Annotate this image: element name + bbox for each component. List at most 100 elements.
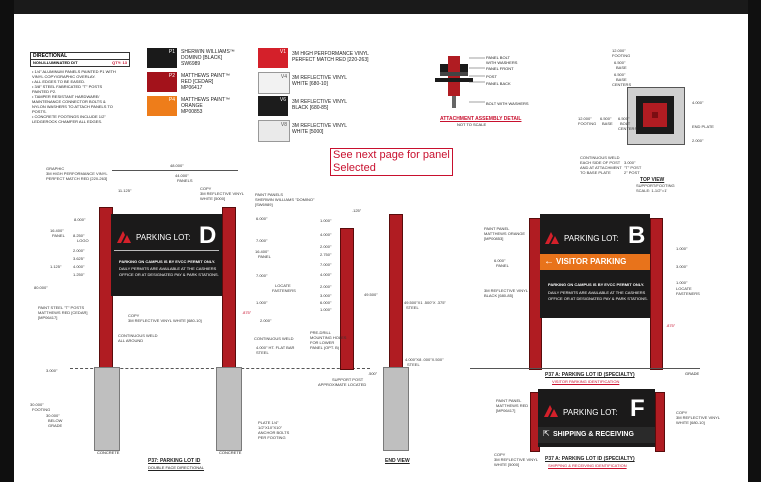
dim-text: PAINT STEEL "T" POSTS [38,305,85,310]
dim-44: 44.000" [175,173,189,178]
dim-text: PERFECT MATCH RED [220-263] [46,176,108,181]
dim-text: 1.000" [676,246,688,251]
top-view-title: TOP VIEW [640,177,665,183]
sign-b-visitor-strip: ← VISITOR PARKING [540,254,650,270]
sign-b-grade-line [470,368,700,369]
sign-f-letter: F [630,395,645,422]
dim-text: SHERWIN WILLIAMS "DOMINO" [255,197,315,202]
dim-text: ALL AROUND [118,338,144,343]
dim-text: 4.000" [73,264,85,269]
dim-text: 30.000" [46,413,60,418]
dim-text: SUPPORT POST [332,377,364,382]
dim-text: PANEL (OPT. B) [310,345,340,350]
dim-text: 1.000" [256,300,268,305]
dim-text: [SW6989] [255,202,273,207]
dim-text: 4.000"X8 .000"X.500" [405,357,444,362]
dim-text: 3.000" [676,264,688,269]
swatch-v8-text: 3M REFLECTIVE VINYL WHITE [5000] [292,123,347,135]
swatch-line: MP06417 [181,85,203,91]
note-line: See next page for panel [333,149,450,161]
attach-label-panel-back: PANEL BACK [486,81,511,86]
dim-text: BASE [616,65,627,70]
swatch-line: BLACK [680-85] [292,105,329,111]
sign-d-body-line: DAILY PERMITS ARE AVAILABLE AT THE CASHI… [119,266,217,271]
dim-text: STEEL [256,350,269,355]
dim-text: 2.750" [320,252,332,257]
dim-text: 6.000" [494,258,506,263]
dim-text: 1/2"X10"X10" [258,425,283,430]
swatch-line: MATTHEWS PAINT™ [181,73,230,79]
end-view-predrill: PRE-DRILL MOUNTING HOLES FOR LOWER PANEL… [310,330,346,350]
legend-note: VINYL COPY/GRAPHIC OVERLAY. [32,74,96,79]
dim-text: 2.000" [73,248,85,253]
dim-text: 4.000" [320,272,332,277]
sign-d-letter: D [199,222,217,249]
attach-title: ATTACHMENT ASSEMBLY DETAIL [440,116,522,122]
dim-text: 3.000" [320,293,332,298]
dim-text: MATTHEWS RED [CEDAR] [38,310,88,315]
swatch-line: MATTHEWS PAINT™ [181,97,230,103]
dim-text: COPY [676,410,688,415]
sign-b-header: PARKING LOT: [564,234,619,243]
sign-b-body-line: PARKING ON CAMPUS IS BY EVCC PERMIT ONLY… [548,282,645,287]
swatch-line: 3M REFLECTIVE VINYL [292,123,348,129]
sign-b-body-line: DAILY PERMITS ARE AVAILABLE AT THE CASHI… [548,290,646,295]
legend-note: NYLON WASHERS TO ATTACH PANELS TO [32,104,113,109]
sign-b-paint-label: PAINT PANEL MATTHEWS ORANGE [MP00853] [484,226,525,241]
swatch-v1-text: 3M HIGH PERFORMANCE VINYL PERFECT MATCH … [292,51,369,63]
sign-f-panel: PARKING LOT: F ⇱ SHIPPING & RECEIVING [538,389,655,447]
swatch-line: WHITE [5000] [292,129,324,135]
dim-text: 8.000" [74,217,86,222]
legend-note: • TAMPER RESISTANT HARDWARE/ [32,94,100,99]
sign-f-right-post [655,392,665,452]
dim-text: [MP06417] [38,315,58,320]
dim-text: PANEL [52,233,65,238]
dim-text: 7.000" [256,238,268,243]
dim-line [112,170,238,171]
dim-text: 30.000" [30,402,44,407]
dim-text: [MP06417] [496,408,516,413]
sign-f-strip: ⇱ SHIPPING & RECEIVING [538,427,655,443]
dim-text: 3M REFLECTIVE VINYL [484,288,529,293]
dim-text: 2.000" [320,244,332,249]
sign-d-weld: CONTINUOUS WELD ALL AROUND [118,333,158,343]
dim-text: 12.000" [578,116,592,121]
dim-text: COPY [128,313,140,318]
footing-label: CONCRETE [97,450,120,455]
sign-d-body-line: OFFICE OR AT DESIGNATED PAY & PARK STATI… [119,272,219,277]
dim-text: 16.400" [50,228,64,233]
sign-b-right-post [650,218,663,370]
sign-d-title: P37: PARKING LOT ID [148,458,201,464]
swatch-p1: P1 [147,48,177,68]
dim-text: 2" POST [624,170,640,175]
attach-label-panel-front: PANEL FRONT [486,66,514,71]
legend-note: MAINTENANCE CONNECTOR BOLTS & [32,99,106,104]
dim-text: CENTERS [612,82,632,87]
attach-label-washers: WITH WASHERS [486,60,518,65]
sign-d-left-footing [94,367,120,451]
sign-d-post-paint-label: PAINT STEEL "T" POSTS MATTHEWS RED [CEDA… [38,305,87,320]
dim-text: GRAPHIC [46,166,65,171]
legend-note: • CONCRETE FOOTINGS INCLUDE 1/2" [32,114,106,119]
dim-text: FOOTING [578,121,597,126]
dim-text: END PLATE [692,124,714,129]
dim-text: 3.625" [73,256,85,261]
swatch-line: ORANGE [181,103,203,109]
dim-text: LOCATE [275,283,291,288]
grade-label: GRADE [685,371,700,376]
legend-note: POSTS. [32,109,47,114]
right-dark-border [748,0,761,482]
legend-row-qty: QTY: 13 [112,60,127,65]
attach-scale: NOT TO SCALE [457,122,487,127]
swatch-v8: V8 [258,120,290,142]
legend-notes: • 1/4" ALUMINUM PANELS PAINTED P1 WITH V… [32,69,116,124]
dim-text: 1.125" [50,264,62,269]
dim-text: 3M REFLECTIVE VINYL WHITE [680-10] [128,318,202,323]
swatch-p2-text: MATTHEWS PAINT™ RED [CEDAR] MP06417 [181,73,230,91]
dim-text: LOCATE [676,286,692,291]
dim-text: PAINT PANEL [484,226,510,231]
dim-text: COPY [200,186,212,191]
sign-b-title: P37 A: PARKING LOT ID (SPECIALTY) [545,372,635,378]
dim-text: 3M HIGH PERFORMANCE VINYL [46,171,108,176]
dim-text: WHITE [5000] [200,196,226,201]
